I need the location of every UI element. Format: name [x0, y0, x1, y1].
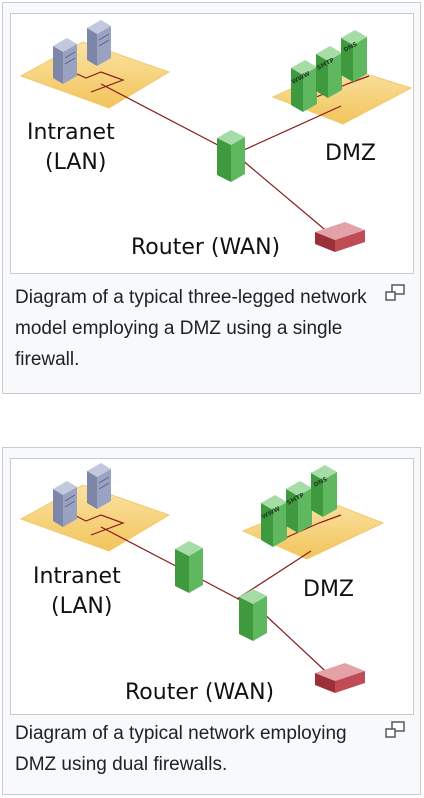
outer-firewall-to-router-link — [260, 610, 337, 682]
intranet-label: Intranet — [27, 120, 115, 145]
figure-caption: Diagram of a typical network employing D… — [15, 723, 347, 775]
intranet-label: Intranet — [33, 564, 121, 589]
network-diagram-single-firewall: WWW SMTP DNS — [19, 20, 413, 260]
dmz-label: DMZ — [303, 577, 354, 602]
lan-host-icon — [87, 463, 111, 509]
firewall-to-dmz-link — [234, 105, 342, 155]
firewall-icon — [217, 130, 245, 182]
dmz-link — [282, 514, 342, 540]
lan-host-icon — [53, 481, 77, 527]
server-www-icon: WWW — [291, 60, 317, 112]
outer-firewall-to-dmz-link — [236, 550, 312, 600]
lan-host-icon — [87, 20, 111, 66]
lan-host-icon — [53, 38, 77, 84]
lan-link — [65, 68, 125, 93]
enlarge-icon[interactable] — [384, 284, 406, 302]
server-smtp-icon: SMTP — [316, 46, 342, 98]
server-smtp-icon: SMTP — [286, 481, 312, 533]
server-www-icon: WWW — [261, 495, 287, 547]
figure-single-firewall: WWW SMTP DNS — [2, 2, 421, 394]
outer-firewall-icon — [239, 589, 267, 641]
server-dns-icon: DNS — [311, 465, 337, 517]
lan-link — [65, 510, 125, 536]
network-diagram-dual-firewall: WWW SMTP DNS — [19, 463, 385, 705]
diagram-image-dual-firewall[interactable]: WWW SMTP DNS — [10, 458, 414, 715]
enlarge-icon[interactable] — [384, 721, 406, 739]
firewall-to-router-link — [234, 153, 337, 240]
figure-dual-firewall: WWW SMTP DNS — [2, 447, 421, 795]
router-label: Router (WAN) — [125, 680, 274, 705]
router-label: Router (WAN) — [131, 235, 280, 260]
figure-caption: Diagram of a typical three-legged networ… — [15, 287, 367, 370]
server-dns-icon: DNS — [341, 30, 367, 82]
inner-firewall-icon — [175, 541, 203, 593]
lan-to-firewall-link — [100, 83, 236, 155]
lan-label: (LAN) — [51, 594, 112, 619]
lan-label: (LAN) — [45, 150, 106, 175]
dmz-label: DMZ — [325, 141, 376, 166]
diagram-image-single-firewall[interactable]: WWW SMTP DNS — [10, 13, 414, 274]
router-icon — [315, 222, 365, 252]
router-icon — [315, 663, 365, 693]
